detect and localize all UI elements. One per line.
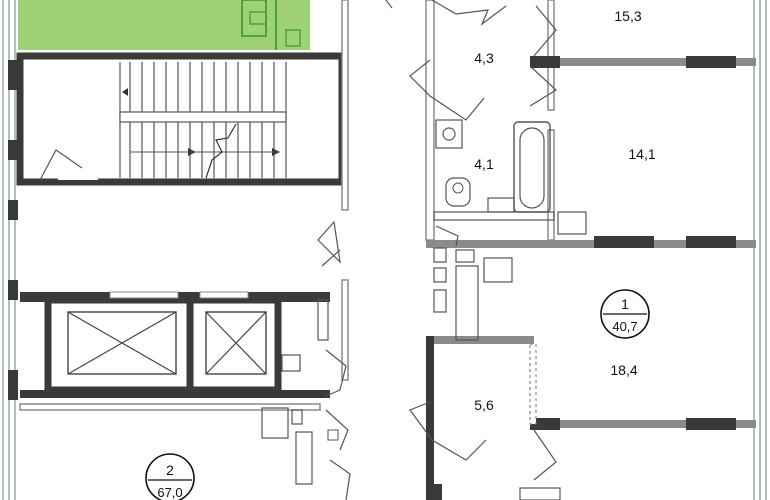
corridor-walls (317, 0, 393, 381)
elevator-icon (67, 311, 177, 375)
left-facade (0, 0, 18, 500)
washing-machine-icon (435, 119, 463, 149)
elevator-block (20, 291, 330, 398)
sink-icon (557, 211, 587, 235)
sink-icon (483, 257, 513, 283)
apartment-1-bath-fixtures (433, 247, 513, 341)
stair-break-line (205, 123, 237, 179)
shower-tray (455, 265, 479, 341)
washbasin-icon (487, 197, 515, 213)
elevator-icon (205, 311, 267, 375)
bathtub-icon (513, 121, 551, 213)
apartment-number: 1 (621, 296, 629, 312)
right-facade (753, 0, 767, 500)
apartment-badge: 2 67,0 (145, 453, 195, 500)
apartment-badge: 1 40,7 (600, 289, 650, 339)
room-area-label: 4,3 (474, 50, 494, 66)
sink-icon (281, 354, 301, 372)
room-area-label: 15,3 (614, 8, 641, 24)
bathroom-fixtures (433, 119, 587, 247)
right-apartment-walls (425, 0, 756, 500)
shower-tray (295, 431, 313, 485)
apartment-2-area (19, 299, 351, 500)
room-area-label: 18,4 (610, 362, 637, 378)
room-area-label: 5,6 (474, 397, 494, 413)
stair-arrow-icon (122, 88, 128, 96)
door-swings (409, 0, 557, 481)
staircase (16, 52, 346, 186)
apartment-area: 40,7 (612, 319, 637, 334)
room-area-label: 14,1 (628, 146, 655, 162)
green-balcony-area (18, 0, 310, 50)
apartment-area: 67,0 (157, 485, 182, 500)
toilet-icon (445, 177, 471, 207)
stair-door-swing (39, 149, 83, 181)
washbasin-icon (261, 407, 289, 439)
room-area-label: 4,1 (474, 156, 494, 172)
apartment-number: 2 (166, 462, 174, 478)
